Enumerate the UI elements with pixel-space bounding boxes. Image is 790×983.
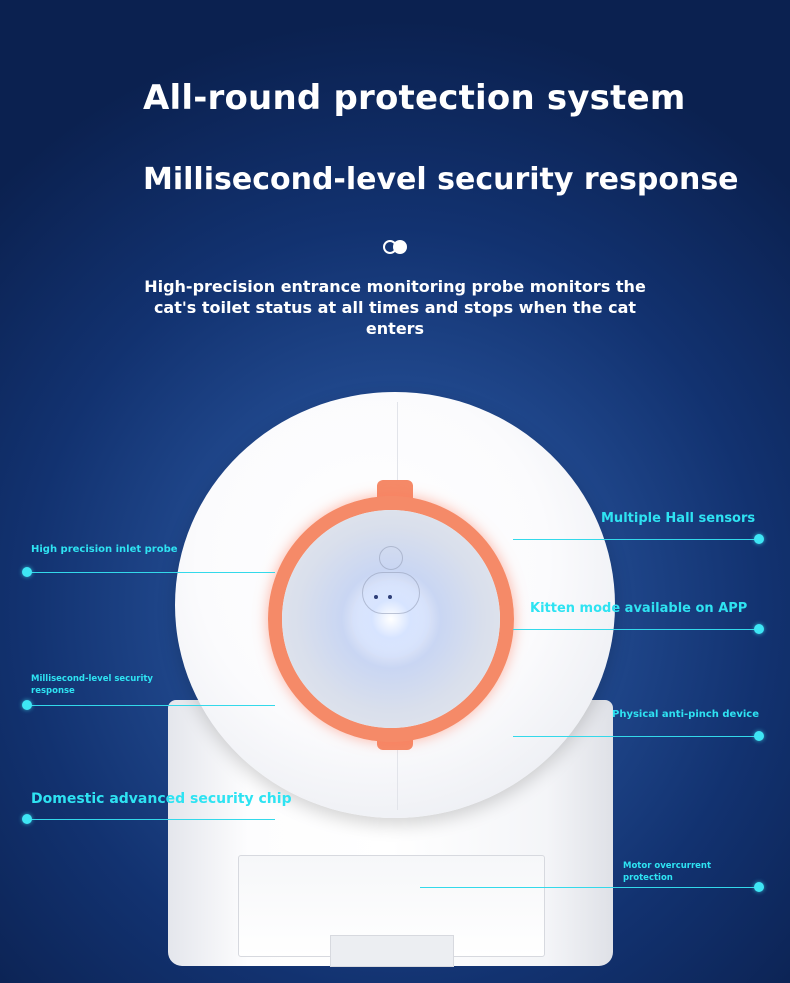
probe-sensor-dot bbox=[388, 595, 392, 599]
callout-motor-overcurrent: Motor overcurrent protection bbox=[623, 861, 712, 883]
callout-line bbox=[513, 539, 759, 540]
page-title: All-round protection system bbox=[143, 78, 686, 118]
page-subtitle: Millisecond-level security response bbox=[143, 162, 739, 197]
callout-marker-icon bbox=[22, 814, 32, 824]
callout-line bbox=[27, 705, 275, 706]
base-foot bbox=[330, 935, 454, 967]
callout-marker-icon bbox=[22, 700, 32, 710]
inlet-probe bbox=[362, 572, 420, 614]
callout-marker-icon bbox=[22, 567, 32, 577]
callout-hall-sensors: Multiple Hall sensors bbox=[601, 511, 756, 526]
callout-line bbox=[27, 572, 275, 573]
callout-line bbox=[513, 736, 759, 737]
pagination-dots-icon bbox=[383, 239, 409, 255]
callout-marker-icon bbox=[754, 624, 764, 634]
callout-line bbox=[513, 629, 759, 630]
callout-marker-icon bbox=[754, 882, 764, 892]
probe-sensor-dot bbox=[374, 595, 378, 599]
callout-marker-icon bbox=[754, 731, 764, 741]
callout-anti-pinch: Physical anti-pinch device bbox=[612, 709, 759, 720]
entrance-opening bbox=[282, 510, 500, 728]
callout-inlet-probe: High precision inlet probe bbox=[31, 544, 178, 555]
callout-security-response: Millisecond-level security response bbox=[31, 674, 153, 696]
callout-marker-icon bbox=[754, 534, 764, 544]
dot-filled-icon bbox=[393, 240, 407, 254]
feature-description: High-precision entrance monitoring probe… bbox=[144, 277, 646, 338]
probe-knob bbox=[379, 546, 403, 570]
callout-line bbox=[420, 887, 759, 888]
callout-kitten-mode: Kitten mode available on APP bbox=[530, 601, 748, 616]
callout-line bbox=[27, 819, 275, 820]
callout-security-chip: Domestic advanced security chip bbox=[31, 791, 292, 807]
